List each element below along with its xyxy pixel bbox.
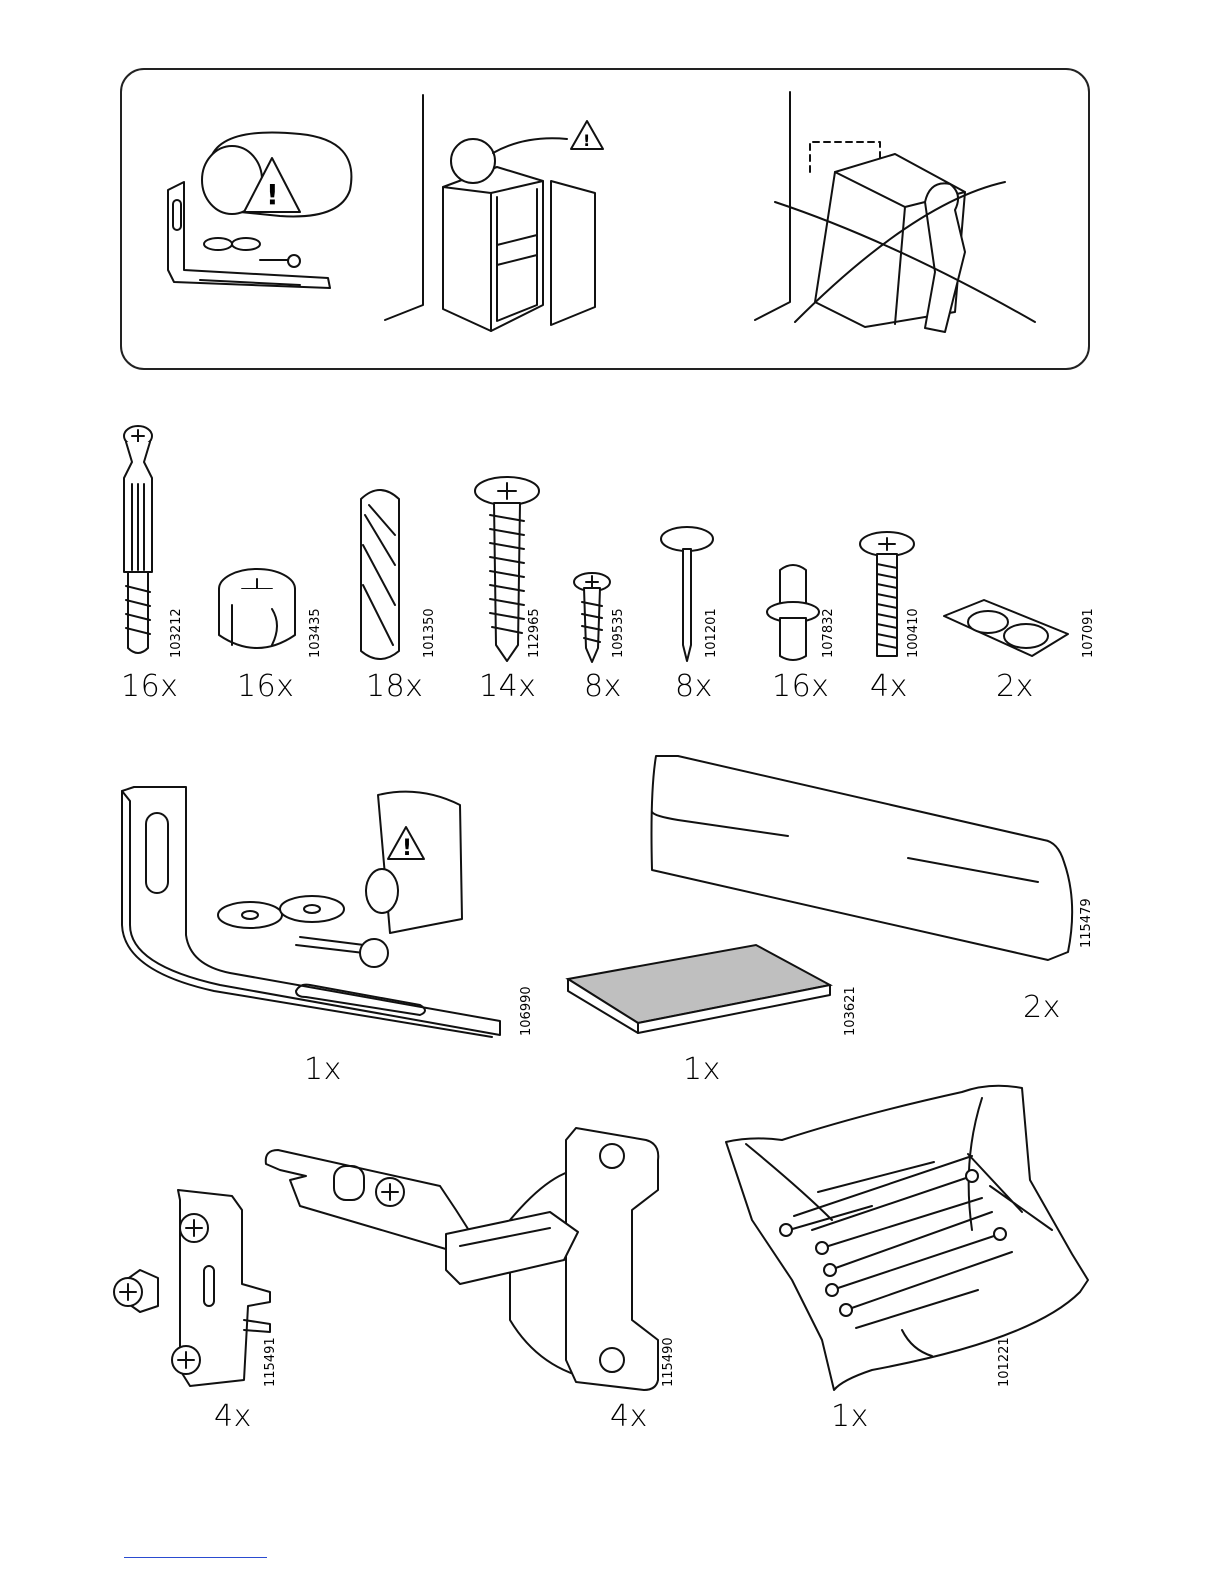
code-100410: 100410 (907, 608, 920, 658)
code-115490: 115490 (662, 1337, 675, 1387)
code-106990: 106990 (520, 986, 533, 1036)
wall-bracket-kit-illustration: ! (120, 785, 510, 1040)
qty-100410: 4x (870, 672, 908, 702)
footer-rule (124, 1557, 267, 1558)
bumper-pads-illustration (940, 598, 1072, 660)
cabinet-rail-illustration (648, 752, 1078, 962)
code-115479: 115479 (1080, 898, 1093, 948)
qty-107832: 16x (772, 672, 829, 702)
code-101201: 101201 (705, 608, 718, 658)
code-109535: 109535 (612, 608, 625, 658)
code-107832: 107832 (822, 608, 835, 658)
qty-112965: 14x (479, 672, 536, 702)
code-103621: 103621 (844, 986, 857, 1036)
code-101221: 101221 (998, 1337, 1011, 1387)
qty-103212: 16x (121, 672, 178, 702)
do-not-illustration (755, 92, 1045, 337)
qty-101350: 18x (366, 672, 423, 702)
code-103212: 103212 (170, 608, 183, 658)
qty-106990: 1x (304, 1055, 342, 1085)
cabinet-against-wall-illustration: ! (385, 95, 615, 340)
code-107091: 107091 (1082, 608, 1095, 658)
qty-115490: 4x (610, 1402, 648, 1432)
qty-101221: 1x (831, 1402, 869, 1432)
nail-bag-illustration (722, 1080, 1094, 1392)
qty-109535: 8x (584, 672, 622, 702)
qty-103435: 16x (237, 672, 294, 702)
qty-107091: 2x (996, 672, 1034, 702)
code-115491: 115491 (264, 1337, 277, 1387)
cabinet-hinge-illustration (260, 1120, 665, 1395)
qty-101201: 8x (675, 672, 713, 702)
code-103435: 103435 (309, 608, 322, 658)
qty-115479: 2x (1023, 993, 1061, 1023)
small-screw-illustration (570, 572, 614, 664)
code-112965: 112965 (528, 608, 541, 658)
code-101350: 101350 (423, 608, 436, 658)
shelf-support-illustration (762, 560, 824, 662)
mounting-plate-illustration (110, 1180, 280, 1395)
cam-lock-illustration (212, 565, 302, 665)
svg-text:!: ! (266, 178, 279, 211)
qty-103621: 1x (683, 1055, 721, 1085)
qty-115491: 4x (214, 1402, 252, 1432)
wall-bracket-warning-illustration: ! (160, 120, 350, 300)
shelf-panel-illustration (566, 943, 832, 1035)
svg-text:!: ! (583, 131, 590, 150)
cam-dowel-illustration (112, 422, 164, 662)
wooden-dowel-illustration (355, 485, 405, 665)
svg-text:!: ! (402, 836, 412, 861)
